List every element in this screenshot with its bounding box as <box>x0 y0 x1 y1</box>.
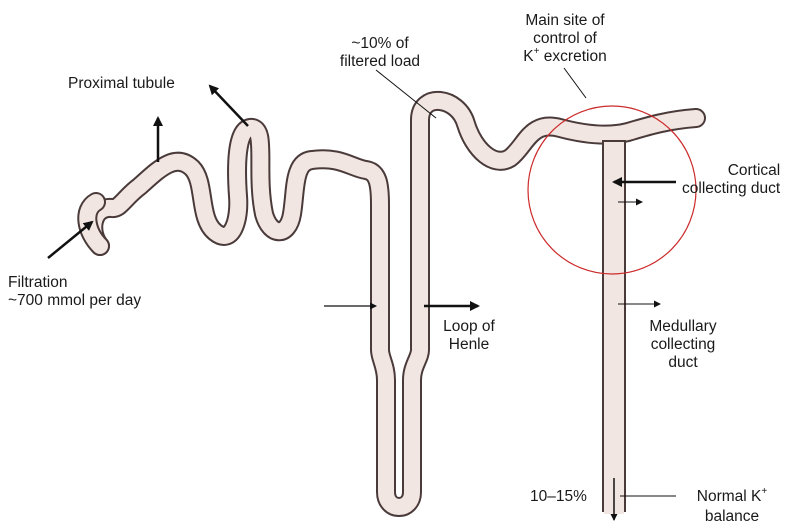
excretion-percent-label: 10–15% <box>530 488 587 506</box>
collecting-duct-fill <box>604 142 624 514</box>
cortical-line2: collecting duct <box>682 180 780 198</box>
filtration-label-line2: ~700 mmol per day <box>8 292 141 310</box>
main-site-excretion: excretion <box>539 48 606 65</box>
main-site-leader <box>564 68 586 98</box>
cortical-label: Cortical collecting duct <box>682 162 780 198</box>
main-site-label: Main site of control of K+ excretion <box>490 12 640 68</box>
main-site-line1: Main site of <box>490 12 640 30</box>
ten-percent-line2: filtered load <box>325 53 435 71</box>
medullary-line1: Medullary <box>628 318 738 336</box>
main-site-line2: control of <box>490 30 640 48</box>
loop-line1: Loop of <box>434 318 504 336</box>
ten-percent-label: ~10% of filtered load <box>325 35 435 71</box>
proximal-diag-arrow <box>210 86 248 126</box>
balance-line2: balance <box>672 508 792 524</box>
collecting-duct <box>602 140 626 514</box>
loop-of-henle-label: Loop of Henle <box>434 318 504 354</box>
balance-line1: Normal K+ <box>672 488 792 508</box>
ten-percent-line1: ~10% of <box>325 35 435 53</box>
medullary-line2: collecting <box>628 336 738 354</box>
filtration-label: Filtration ~700 mmol per day <box>8 274 141 310</box>
loop-line2: Henle <box>434 336 504 354</box>
proximal-tubule-label: Proximal tubule <box>68 75 175 93</box>
filtration-label-line1: Filtration <box>8 274 141 292</box>
medullary-line3: duct <box>628 354 738 372</box>
cortical-line1: Cortical <box>682 162 780 180</box>
balance-k-sup: + <box>761 488 767 497</box>
balance-k: Normal K <box>697 488 762 505</box>
normal-balance-label: Normal K+ balance <box>672 488 792 524</box>
main-site-k: K <box>523 48 533 65</box>
main-site-k-sup: + <box>534 46 540 57</box>
main-site-line3: K+ excretion <box>490 48 640 68</box>
medullary-label: Medullary collecting duct <box>628 318 738 372</box>
